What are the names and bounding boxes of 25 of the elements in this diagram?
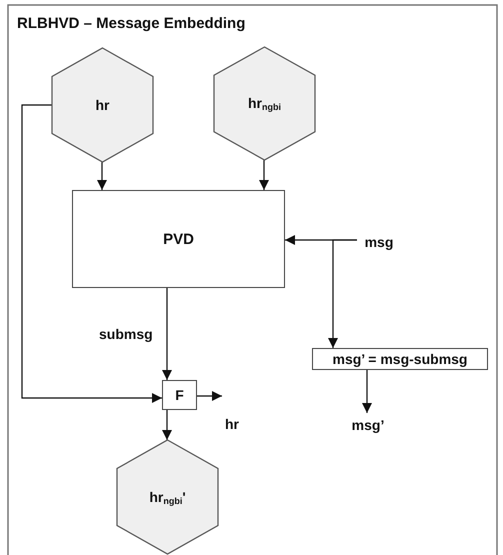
arrow	[162, 288, 172, 380]
node-label: hr$_{ngbi}$	[248, 95, 281, 112]
hexagon-node	[117, 440, 218, 554]
arrow	[259, 160, 269, 190]
arrow	[97, 162, 107, 190]
arrow	[21, 104, 162, 403]
node-label: msg’ = msg-submsg	[332, 351, 468, 367]
edge-label: submsg	[98, 326, 154, 342]
hexagon-node	[52, 48, 153, 162]
arrow	[162, 410, 172, 440]
process-box	[72, 190, 285, 288]
hexagon-node	[214, 47, 315, 160]
node-label: F	[175, 387, 184, 403]
process-box	[162, 380, 197, 410]
arrow	[362, 370, 372, 413]
signal-label: msg	[364, 234, 394, 250]
arrow	[197, 391, 222, 401]
signal-label: hr	[225, 416, 239, 432]
diagram-title: RLBHVD – Message Embedding	[17, 15, 246, 32]
process-box	[312, 348, 488, 370]
node-label: PVD	[163, 230, 194, 248]
arrow	[328, 239, 357, 348]
signal-label: msg’	[352, 417, 384, 433]
node-label: hr	[96, 97, 110, 113]
node-label: hr$_{ngbi}$'	[149, 488, 186, 506]
